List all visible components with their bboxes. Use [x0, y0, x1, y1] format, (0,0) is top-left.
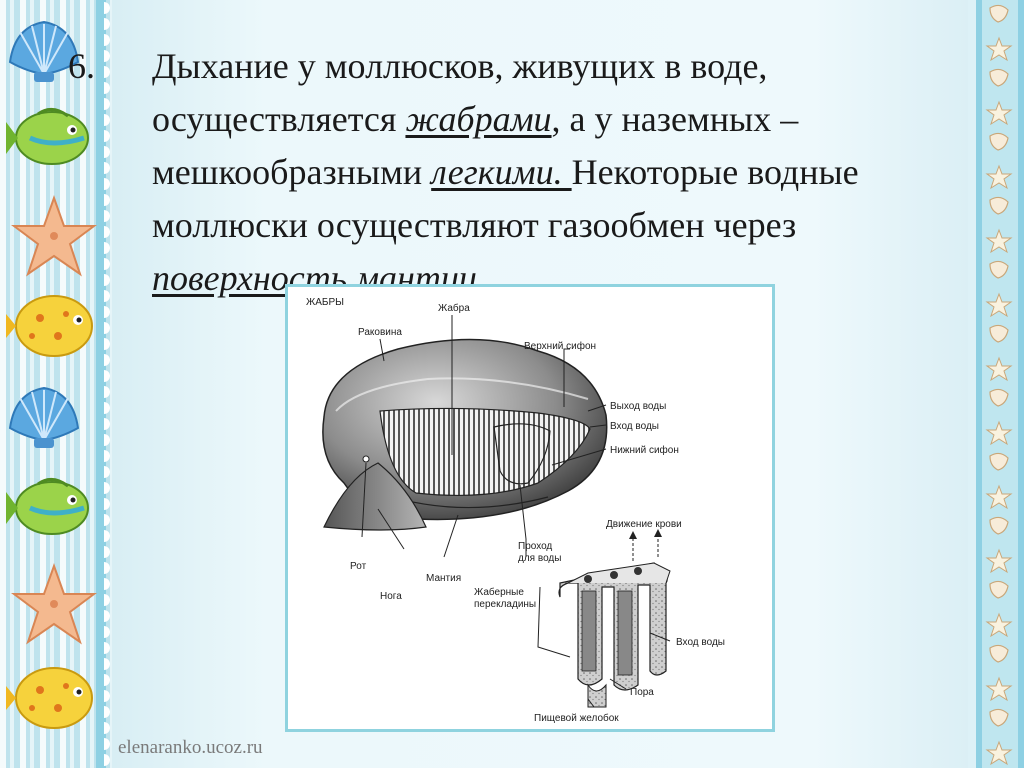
slide-text: 6.Дыхание у моллюсков, живущих в воде, о… [68, 40, 960, 305]
mollusc-body [322, 338, 608, 521]
text-line-1: 6.Дыхание у моллюсков, живущих в воде, [68, 40, 960, 93]
leader-lines [361, 315, 671, 708]
starfish-icon [11, 563, 97, 645]
label-upper-siphon: Верхний сифон [524, 340, 596, 352]
label-mouth: Рот [350, 561, 367, 572]
item-number: 6. [68, 46, 95, 86]
label-gill-bars-1: Жаберные [474, 586, 524, 598]
pufferfish-icon [6, 667, 93, 729]
term-gills: жабрами [405, 99, 552, 139]
shell-icon [8, 20, 80, 82]
label-water-passage-2: для воды [518, 553, 561, 564]
label-shell: Раковина [358, 327, 402, 338]
fish-icon [6, 478, 89, 535]
starfish-icon [985, 36, 1013, 62]
label-water-in-top: Вход воды [610, 421, 659, 432]
gill-diagram-svg: ЖАБРЫ Жабра Раковина Верхний сифон Выход… [306, 297, 725, 724]
left-decorative-border [0, 0, 112, 768]
label-water-out: Выход воды [610, 401, 666, 412]
gill-cross-section [558, 562, 671, 708]
text-line-4: моллюски осуществляют газообмен через [152, 205, 797, 245]
shell-icon [8, 386, 80, 448]
gill-diagram: ЖАБРЫ Жабра Раковина Верхний сифон Выход… [285, 284, 775, 732]
label-blood-flow: Движение крови [606, 519, 682, 530]
label-foot: Нога [380, 591, 402, 602]
mollusc-foot [323, 462, 427, 531]
blood-flow-arrows [629, 529, 662, 561]
mouth-point [362, 455, 370, 463]
right-decorative-border [968, 0, 1024, 768]
seashell-icon [989, 4, 1009, 23]
text-line-3: мешкообразными легкими. Некоторые водные [152, 152, 859, 192]
label-pore: Пора [630, 687, 654, 698]
figure-title: ЖАБРЫ [306, 297, 344, 308]
starfish-icon [11, 195, 97, 277]
label-mantle: Мантия [426, 573, 461, 584]
pufferfish-icon [6, 295, 93, 357]
label-water-in-bottom: Вход воды [676, 637, 725, 648]
label-water-passage-1: Проход [518, 541, 552, 552]
term-lungs: легкими. [431, 152, 572, 192]
footer-site-url: elenaranko.ucoz.ru [118, 737, 263, 758]
fish-icon [6, 108, 89, 165]
label-gill: Жабра [438, 302, 470, 314]
label-lower-siphon: Нижний сифон [610, 444, 679, 456]
text-line-2: осуществляется жабрами, а у наземных – [152, 99, 799, 139]
label-food-groove: Пищевой желобок [534, 712, 619, 724]
label-gill-bars-2: перекладины [474, 599, 536, 610]
